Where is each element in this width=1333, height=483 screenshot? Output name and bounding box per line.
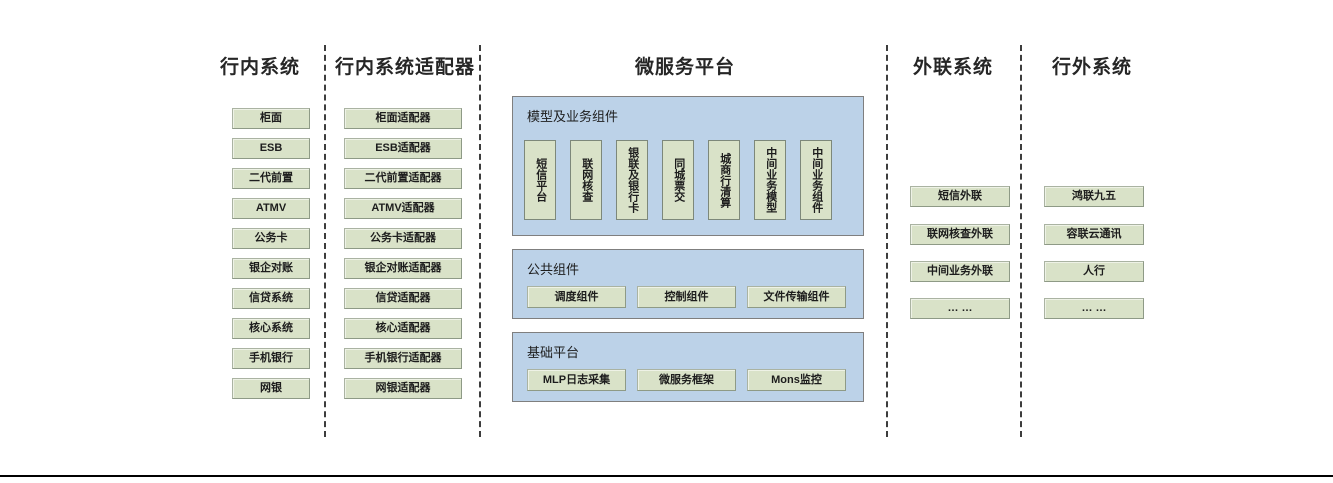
- panel-public-components: 公共组件: [512, 249, 864, 319]
- node-out-bank-1[interactable]: 鸿联九五: [1044, 186, 1144, 207]
- column-title-microservice-platform: 微服务平台: [634, 57, 735, 78]
- node-in-bank-adapter-3[interactable]: 二代前置适配器: [344, 168, 462, 189]
- column-separator-4: [1020, 45, 1022, 437]
- node-in-bank-system-10[interactable]: 网银: [232, 378, 310, 399]
- node-model-component-1[interactable]: 短信平台: [524, 140, 556, 220]
- node-in-bank-system-7[interactable]: 信贷系统: [232, 288, 310, 309]
- node-in-bank-system-4[interactable]: ATMV: [232, 198, 310, 219]
- node-public-component-3[interactable]: 文件传输组件: [747, 286, 846, 308]
- node-external-link-2[interactable]: 联网核查外联: [910, 224, 1010, 245]
- column-separator-2: [479, 45, 481, 437]
- node-model-component-7-label: 中间业务组件: [810, 147, 823, 213]
- node-in-bank-system-6[interactable]: 银企对账: [232, 258, 310, 279]
- node-model-component-3-label: 银联及银行卡: [626, 147, 639, 213]
- node-in-bank-system-3[interactable]: 二代前置: [232, 168, 310, 189]
- column-separator-3: [886, 45, 888, 437]
- node-model-component-5[interactable]: 城商行清算: [708, 140, 740, 220]
- column-title-out-bank-systems: 行外系统: [1051, 57, 1132, 78]
- node-model-component-4-label: 同城票交: [672, 158, 685, 202]
- column-title-in-bank-adapters: 行内系统适配器: [334, 57, 475, 78]
- node-in-bank-system-2[interactable]: ESB: [232, 138, 310, 159]
- node-in-bank-adapter-7[interactable]: 信贷适配器: [344, 288, 462, 309]
- bottom-divider: [0, 475, 1333, 477]
- panel-title-base-platform: 基础平台: [527, 345, 580, 360]
- node-out-bank-3[interactable]: 人行: [1044, 261, 1144, 282]
- node-model-component-2[interactable]: 联网核查: [570, 140, 602, 220]
- node-in-bank-system-8[interactable]: 核心系统: [232, 318, 310, 339]
- node-in-bank-adapter-2[interactable]: ESB适配器: [344, 138, 462, 159]
- node-in-bank-system-1[interactable]: 柜面: [232, 108, 310, 129]
- node-model-component-2-label: 联网核查: [580, 158, 593, 202]
- node-in-bank-system-5[interactable]: 公务卡: [232, 228, 310, 249]
- node-in-bank-adapter-9[interactable]: 手机银行适配器: [344, 348, 462, 369]
- node-base-platform-1[interactable]: MLP日志采集: [527, 369, 626, 391]
- node-out-bank-4[interactable]: … …: [1044, 298, 1144, 319]
- panel-base-platform: 基础平台: [512, 332, 864, 402]
- node-base-platform-2[interactable]: 微服务框架: [637, 369, 736, 391]
- column-title-external-link-systems: 外联系统: [912, 57, 993, 78]
- node-base-platform-3[interactable]: Mons监控: [747, 369, 846, 391]
- node-model-component-1-label: 短信平台: [534, 158, 547, 202]
- node-in-bank-system-9[interactable]: 手机银行: [232, 348, 310, 369]
- node-in-bank-adapter-5[interactable]: 公务卡适配器: [344, 228, 462, 249]
- node-external-link-1[interactable]: 短信外联: [910, 186, 1010, 207]
- node-model-component-7[interactable]: 中间业务组件: [800, 140, 832, 220]
- node-external-link-4[interactable]: … …: [910, 298, 1010, 319]
- node-out-bank-2[interactable]: 容联云通讯: [1044, 224, 1144, 245]
- node-public-component-1[interactable]: 调度组件: [527, 286, 626, 308]
- node-model-component-6[interactable]: 中间业务模型: [754, 140, 786, 220]
- node-external-link-3[interactable]: 中间业务外联: [910, 261, 1010, 282]
- node-in-bank-adapter-4[interactable]: ATMV适配器: [344, 198, 462, 219]
- node-in-bank-adapter-1[interactable]: 柜面适配器: [344, 108, 462, 129]
- node-model-component-3[interactable]: 银联及银行卡: [616, 140, 648, 220]
- column-title-in-bank-systems: 行内系统: [219, 57, 300, 78]
- node-model-component-4[interactable]: 同城票交: [662, 140, 694, 220]
- node-in-bank-adapter-6[interactable]: 银企对账适配器: [344, 258, 462, 279]
- column-separator-1: [324, 45, 326, 437]
- node-in-bank-adapter-10[interactable]: 网银适配器: [344, 378, 462, 399]
- node-public-component-2[interactable]: 控制组件: [637, 286, 736, 308]
- node-model-component-6-label: 中间业务模型: [764, 147, 777, 213]
- panel-title-public-components: 公共组件: [527, 262, 580, 277]
- node-model-component-5-label: 城商行清算: [718, 152, 731, 208]
- panel-title-model-business-components: 模型及业务组件: [527, 109, 619, 124]
- node-in-bank-adapter-8[interactable]: 核心适配器: [344, 318, 462, 339]
